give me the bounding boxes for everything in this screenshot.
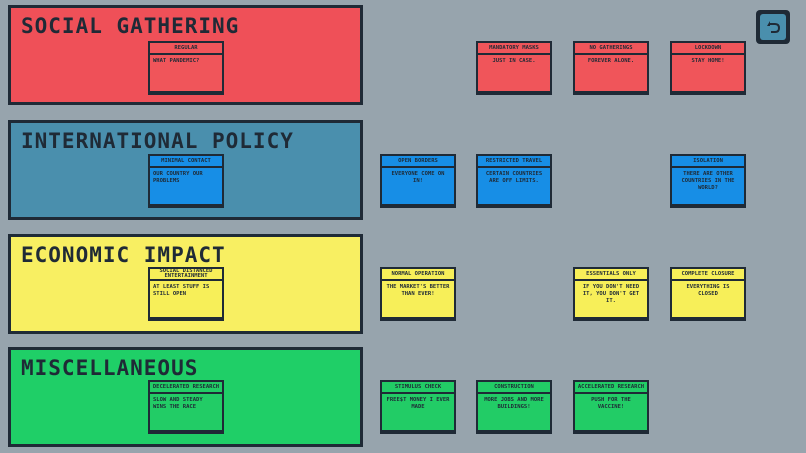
panel-title: INTERNATIONAL POLICY	[21, 129, 294, 153]
card-body: EVERYONE COME ON IN!	[391, 171, 445, 184]
panel-title: ECONOMIC IMPACT	[21, 243, 226, 267]
card-body: SLOW AND STEADY WINS THE RACE	[153, 397, 203, 410]
card-body: JUST IN CASE.	[492, 58, 536, 64]
policy-option-card[interactable]: MANDATORY MASKS JUST IN CASE.	[476, 41, 552, 93]
current-policy-card: REGULAR WHAT PANDEMIC?	[148, 41, 224, 93]
card-body: EVERYTHING IS CLOSED	[686, 284, 730, 297]
card-body: AT LEAST STUFF IS STILL OPEN	[153, 284, 210, 297]
card-header: SOCIAL DISTANCED ENTERTAINMENT	[150, 268, 222, 281]
card-header: STIMULUS CHECK	[382, 382, 454, 394]
policy-option-card[interactable]: ISOLATION THERE ARE OTHER COUNTRIES IN T…	[670, 154, 746, 206]
policy-option-card[interactable]: OPEN BORDERS EVERYONE COME ON IN!	[380, 154, 456, 206]
policy-option-card[interactable]: RESTRICTED TRAVEL CERTAIN COUNTRIES ARE …	[476, 154, 552, 206]
policy-option-card[interactable]: NO GATHERINGS FOREVER ALONE.	[573, 41, 649, 93]
card-body: THERE ARE OTHER COUNTRIES IN THE WORLD?	[681, 171, 735, 191]
card-body: CERTAIN COUNTRIES ARE OFF LIMITS.	[485, 171, 543, 184]
card-header: MANDATORY MASKS	[478, 43, 550, 55]
card-header: CONSTRUCTION	[478, 382, 550, 394]
back-button[interactable]	[756, 10, 790, 44]
current-policy-card: MINIMAL CONTACT OUR COUNTRY OUR PROBLEMS	[148, 154, 224, 206]
card-header: MINIMAL CONTACT	[150, 156, 222, 168]
panel-title: SOCIAL GATHERING	[21, 14, 240, 38]
card-header: RESTRICTED TRAVEL	[478, 156, 550, 168]
card-header: DECELERATED RESEARCH	[150, 382, 222, 394]
card-header: NO GATHERINGS	[575, 43, 647, 55]
card-header: NORMAL OPERATION	[382, 269, 454, 281]
policy-option-card[interactable]: CONSTRUCTION MORE JOBS AND MORE BUILDING…	[476, 380, 552, 432]
card-header: OPEN BORDERS	[382, 156, 454, 168]
card-header: ISOLATION	[672, 156, 744, 168]
card-body: IF YOU DON'T NEED IT, YOU DON'T GET IT.	[582, 284, 640, 304]
policy-option-card[interactable]: LOCKDOWN STAY HOME!	[670, 41, 746, 93]
card-header: REGULAR	[150, 43, 222, 55]
card-body: PUSH FOR THE VACCINE!	[591, 397, 631, 410]
policy-option-card[interactable]: NORMAL OPERATION THE MARKET'S BETTER THA…	[380, 267, 456, 319]
card-body: STAY HOME!	[691, 58, 725, 64]
back-arrow-icon	[767, 21, 780, 33]
policy-option-card[interactable]: ACCELERATED RESEARCH PUSH FOR THE VACCIN…	[573, 380, 649, 432]
policy-option-card[interactable]: ESSENTIALS ONLY IF YOU DON'T NEED IT, YO…	[573, 267, 649, 319]
card-body: MORE JOBS AND MORE BUILDINGS!	[484, 397, 544, 410]
card-header: ESSENTIALS ONLY	[575, 269, 647, 281]
card-body: THE MARKET'S BETTER THAN EVER!	[386, 284, 450, 297]
card-body: FREE$T MONEY I EVER MADE	[386, 397, 450, 410]
current-policy-card: SOCIAL DISTANCED ENTERTAINMENT AT LEAST …	[148, 267, 224, 319]
policy-option-card[interactable]: STIMULUS CHECK FREE$T MONEY I EVER MADE	[380, 380, 456, 432]
card-body: OUR COUNTRY OUR PROBLEMS	[153, 171, 203, 184]
card-header: ACCELERATED RESEARCH	[575, 382, 647, 394]
current-policy-card: DECELERATED RESEARCH SLOW AND STEADY WIN…	[148, 380, 224, 432]
card-body: FOREVER ALONE.	[587, 58, 635, 64]
card-header: LOCKDOWN	[672, 43, 744, 55]
policy-option-card[interactable]: COMPLETE CLOSURE EVERYTHING IS CLOSED	[670, 267, 746, 319]
back-button-face	[760, 14, 786, 40]
card-header: COMPLETE CLOSURE	[672, 269, 744, 281]
panel-title: MISCELLANEOUS	[21, 356, 199, 380]
card-body: WHAT PANDEMIC?	[153, 58, 200, 64]
